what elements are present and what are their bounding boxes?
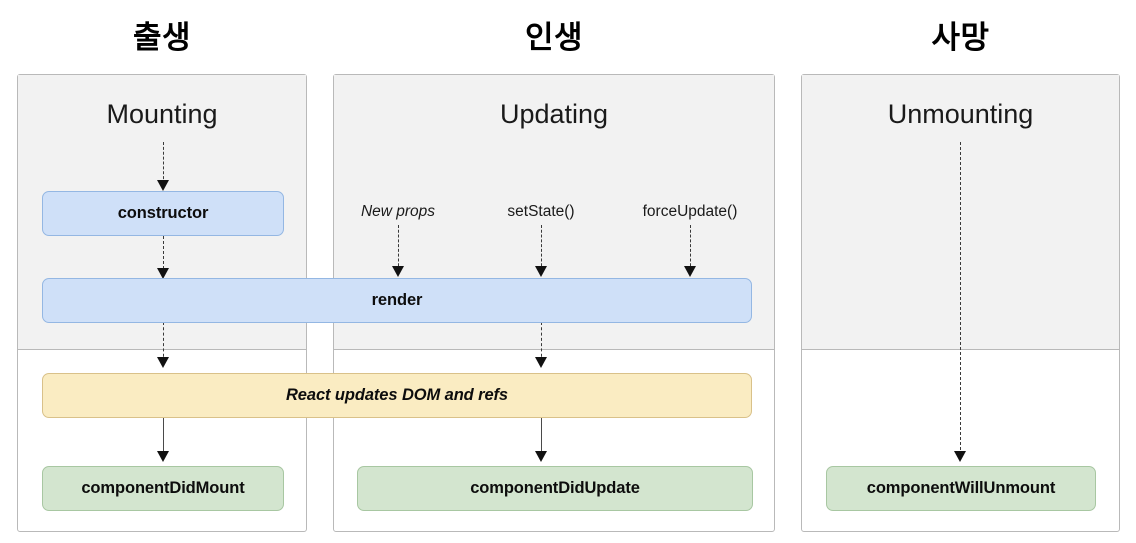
lifecycle-box-component-did-update[interactable]: componentDidUpdate (357, 466, 753, 511)
lifecycle-box-constructor[interactable]: constructor (42, 191, 284, 236)
panel-unmounting-heading: Unmounting (887, 99, 1034, 129)
connector-new-props-to-render (398, 225, 399, 271)
connector-set-state-to-render (541, 225, 542, 271)
arrowhead-set-state-to-render (535, 266, 547, 277)
trigger-label-force-update: forceUpdate() (642, 203, 738, 220)
phase-header-birth: 출생 (132, 20, 192, 55)
arrowhead-force-update-to-render (684, 266, 696, 277)
arrowhead-new-props-to-render (392, 266, 404, 277)
arrowhead-react-updates-to-did-mount (157, 451, 169, 462)
phase-header-life: 인생 (524, 20, 584, 55)
connector-render-to-react-updates (163, 322, 164, 362)
connector-react-updates-to-did-mount (163, 417, 164, 455)
connector-force-update-to-render (690, 225, 691, 271)
panel-mounting-heading: Mounting (106, 99, 218, 129)
connector-render-to-react-updates-updating (541, 322, 542, 362)
arrowhead-mounting-to-constructor (157, 180, 169, 191)
lifecycle-box-component-did-mount[interactable]: componentDidMount (42, 466, 284, 511)
phase-header-death: 사망 (931, 20, 990, 55)
lifecycle-box-react-updates-dom-and-refs[interactable]: React updates DOM and refs (42, 373, 752, 418)
lifecycle-box-render[interactable]: render (42, 278, 752, 323)
arrowhead-unmounting-to-will-unmount (954, 451, 966, 462)
trigger-label-set-state: setState() (507, 203, 575, 220)
panel-updating-heading: Updating (499, 99, 609, 129)
connector-react-updates-to-did-update (541, 417, 542, 455)
arrowhead-constructor-to-render (157, 268, 169, 279)
arrowhead-react-updates-to-did-update (535, 451, 547, 462)
lifecycle-box-component-will-unmount[interactable]: componentWillUnmount (826, 466, 1096, 511)
arrowhead-render-to-react-updates (157, 357, 169, 368)
arrowhead-render-to-react-updates-updating (535, 357, 547, 368)
connector-mounting-heading-to-constructor (163, 142, 164, 184)
trigger-label-new-props: New props (360, 203, 436, 220)
connector-constructor-to-render (163, 236, 164, 274)
connector-unmounting-heading-to-will-unmount (960, 142, 961, 455)
